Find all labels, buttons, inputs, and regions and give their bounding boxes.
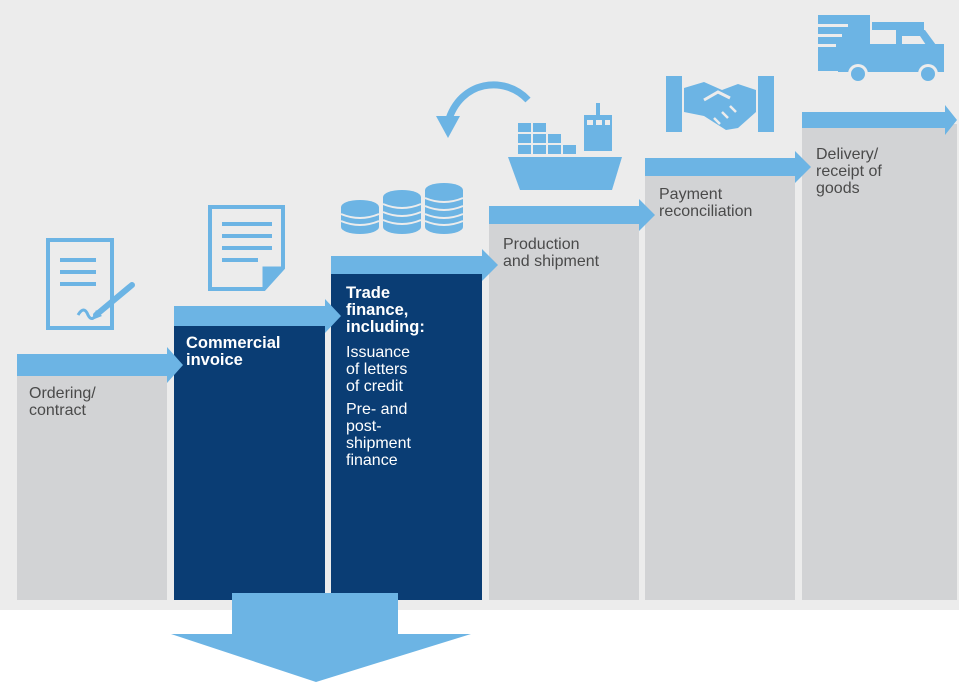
cargo-ship-icon: [508, 103, 622, 190]
coin-stacks-icon: [340, 183, 464, 234]
handshake-icon: [666, 76, 774, 132]
arrow-down-outcome: [171, 593, 471, 682]
arrow-step-3: [331, 249, 498, 281]
step-production-shipment: Production and shipment: [489, 224, 639, 600]
step-trade-finance: Trade finance, including: Issuance of le…: [331, 273, 482, 600]
contract-signature-icon: [46, 238, 135, 330]
step-ordering-contract: Ordering/ contract: [17, 373, 167, 600]
step-payment-label: Payment reconciliation: [659, 186, 753, 220]
arrow-step-1: [17, 347, 183, 383]
step-payment-reconciliation: Payment reconciliation: [645, 174, 795, 600]
step-finance-label: Trade finance, including:: [346, 284, 425, 336]
step-ordering-label: Ordering/ contract: [29, 385, 96, 419]
step-delivery-label: Delivery/ receipt of goods: [816, 146, 882, 197]
finance-item-letters-of-credit: Issuance of letters of credit: [346, 344, 411, 395]
step-delivery-receipt: Delivery/ receipt of goods: [802, 124, 957, 600]
arrow-step-2: [174, 299, 341, 333]
step-commercial-invoice: Commercial invoice: [174, 324, 325, 600]
step-production-label: Production and shipment: [503, 236, 600, 270]
delivery-truck-icon: [818, 15, 944, 84]
arrow-step-4: [489, 199, 655, 231]
cycle-arrow-icon: [436, 81, 531, 138]
arrow-step-6: [802, 105, 957, 135]
step-invoice-label: Commercial invoice: [186, 334, 281, 369]
arrow-step-5: [645, 151, 811, 183]
finance-item-shipment-finance: Pre- and post- shipment finance: [346, 401, 411, 469]
invoice-document-icon: [208, 205, 285, 291]
